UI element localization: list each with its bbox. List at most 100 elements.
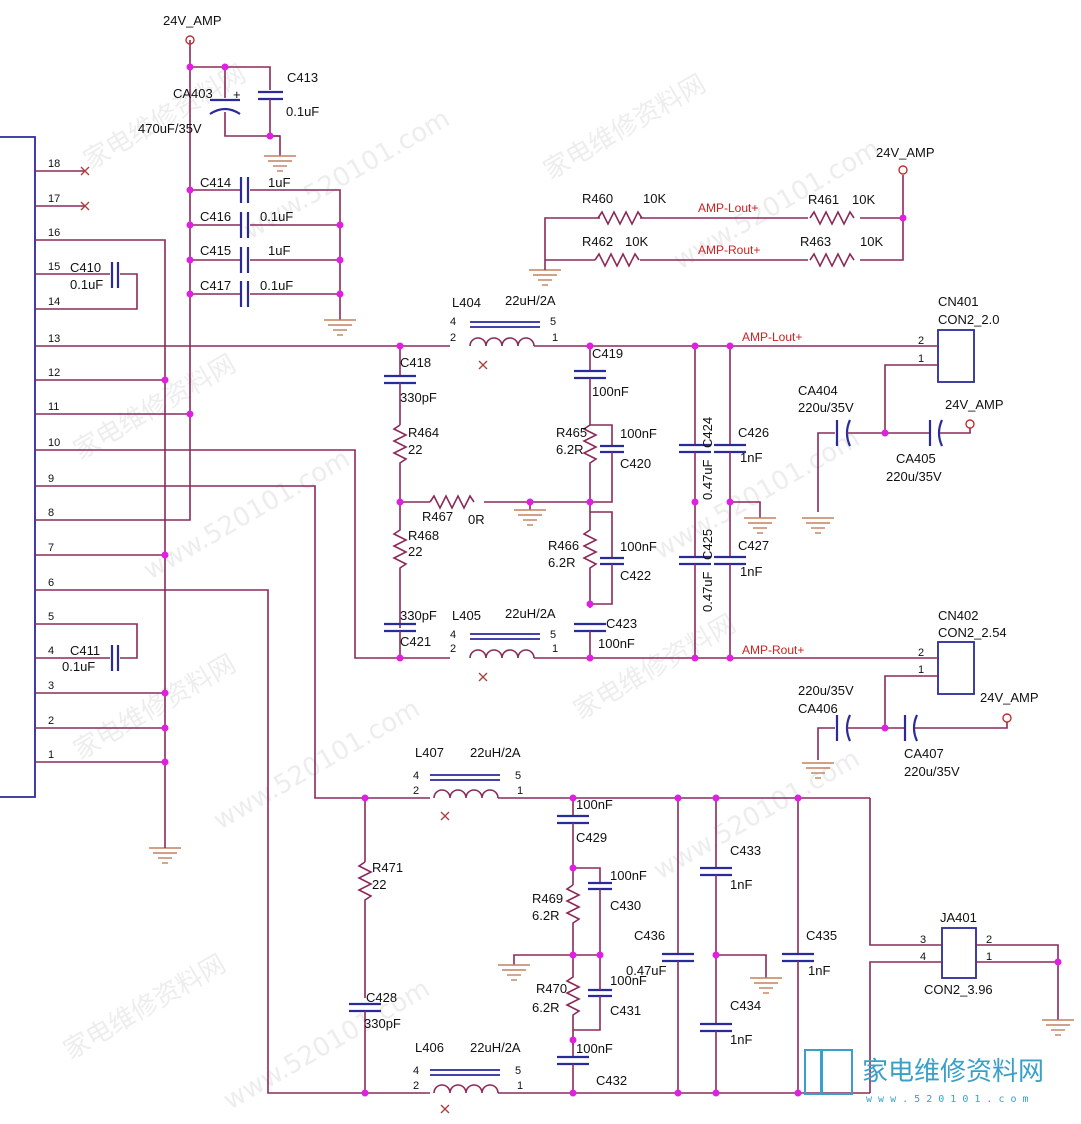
svg-text:100nF: 100nF xyxy=(576,797,613,812)
ground-symbol xyxy=(514,509,546,526)
svg-text:0.1uF: 0.1uF xyxy=(286,104,319,119)
ground-symbol xyxy=(744,517,776,534)
power-terminal-icon xyxy=(185,35,195,45)
svg-text:R460: R460 xyxy=(582,191,613,206)
svg-text:CN401: CN401 xyxy=(938,294,978,309)
svg-text:100nF: 100nF xyxy=(576,1041,613,1056)
svg-text:L405: L405 xyxy=(452,608,481,623)
connector-pin-label: 13 xyxy=(48,333,60,345)
svg-text:0.47uF: 0.47uF xyxy=(700,571,715,612)
svg-text:AMP-Rout+: AMP-Rout+ xyxy=(742,643,804,657)
svg-text:4: 4 xyxy=(450,316,456,328)
connector-pin-label: 6 xyxy=(48,577,54,589)
ground-symbol xyxy=(1042,1019,1074,1036)
svg-text:3: 3 xyxy=(920,934,926,946)
svg-text:CON2_3.96: CON2_3.96 xyxy=(924,982,993,997)
ground-symbol xyxy=(802,517,834,534)
ground-symbol xyxy=(750,977,782,994)
svg-text:R463: R463 xyxy=(800,234,831,249)
svg-text:100nF: 100nF xyxy=(620,426,657,441)
svg-text:6.2R: 6.2R xyxy=(548,555,575,570)
svg-text:C426: C426 xyxy=(738,425,769,440)
svg-text:1nF: 1nF xyxy=(740,450,762,465)
svg-text:C417: C417 xyxy=(200,278,231,293)
connector-pin-label: 14 xyxy=(48,296,60,308)
svg-text:1: 1 xyxy=(918,664,924,676)
power-terminal-icon xyxy=(1002,713,1012,723)
svg-text:C420: C420 xyxy=(620,456,651,471)
svg-text:AMP-Rout+: AMP-Rout+ xyxy=(698,243,760,257)
svg-text:4: 4 xyxy=(450,629,456,641)
logo-text: 家电维修资料网 xyxy=(862,1057,1044,1087)
svg-text:C413: C413 xyxy=(287,70,318,85)
svg-text:2: 2 xyxy=(413,785,419,797)
svg-text:C418: C418 xyxy=(400,355,431,370)
svg-text:R469: R469 xyxy=(532,891,563,906)
connector-pin-label: 10 xyxy=(48,437,60,449)
svg-text:C427: C427 xyxy=(738,538,769,553)
power-terminal-icon xyxy=(965,419,975,429)
svg-text:CA406: CA406 xyxy=(798,701,838,716)
svg-text:C425: C425 xyxy=(700,529,715,560)
svg-text:1nF: 1nF xyxy=(730,877,752,892)
svg-text:CON2_2.0: CON2_2.0 xyxy=(938,312,999,327)
svg-text:22: 22 xyxy=(408,544,422,559)
svg-text:24V_AMP: 24V_AMP xyxy=(980,690,1039,705)
svg-text:R465: R465 xyxy=(556,425,587,440)
svg-text:R471: R471 xyxy=(372,860,403,875)
svg-text:1: 1 xyxy=(918,353,924,365)
svg-text:C416: C416 xyxy=(200,209,231,224)
svg-text:CA404: CA404 xyxy=(798,383,838,398)
svg-text:L407: L407 xyxy=(415,745,444,760)
svg-text:C432: C432 xyxy=(596,1073,627,1088)
svg-text:220u/35V: 220u/35V xyxy=(798,400,854,415)
svg-text:100nF: 100nF xyxy=(592,384,629,399)
svg-text:1: 1 xyxy=(552,643,558,655)
svg-text:10K: 10K xyxy=(860,234,883,249)
svg-text:CA403: CA403 xyxy=(173,86,213,101)
svg-text:2: 2 xyxy=(918,647,924,659)
svg-text:C422: C422 xyxy=(620,568,651,583)
svg-text:C431: C431 xyxy=(610,1003,641,1018)
logo-url: w w w . 5 2 0 1 0 1 . c o m xyxy=(866,1094,1029,1105)
svg-text:22uH/2A: 22uH/2A xyxy=(505,293,556,308)
svg-text:10K: 10K xyxy=(852,192,875,207)
svg-text:2: 2 xyxy=(450,332,456,344)
ground-symbol xyxy=(498,964,530,981)
ground-symbol xyxy=(149,847,181,864)
svg-text:C435: C435 xyxy=(806,928,837,943)
svg-text:R470: R470 xyxy=(536,981,567,996)
svg-text:C433: C433 xyxy=(730,843,761,858)
svg-text:100nF: 100nF xyxy=(598,636,635,651)
svg-text:C411: C411 xyxy=(70,643,100,658)
svg-text:22: 22 xyxy=(372,877,386,892)
watermark-url: www.520101.com xyxy=(649,744,866,886)
connector-pin-label: 8 xyxy=(48,507,54,519)
watermark-url: www.520101.com xyxy=(209,694,426,836)
svg-text:1uF: 1uF xyxy=(268,175,290,190)
svg-text:1: 1 xyxy=(552,332,558,344)
svg-text:22uH/2A: 22uH/2A xyxy=(470,1040,521,1055)
svg-text:24V_AMP: 24V_AMP xyxy=(163,13,222,28)
third-output-filter: 42 51 L407 22uH/2A R471 22 C428 330pF 10… xyxy=(349,745,870,1114)
svg-text:5: 5 xyxy=(550,629,556,641)
svg-text:2: 2 xyxy=(918,335,924,347)
connector-pin-label: 9 xyxy=(48,473,54,485)
svg-text:C434: C434 xyxy=(730,998,761,1013)
connector-pin-label: 12 xyxy=(48,367,60,379)
watermark-cn: 家电维修资料网 xyxy=(569,609,742,726)
cap-C411: C411 0.1uF xyxy=(62,643,120,674)
svg-text:6.2R: 6.2R xyxy=(556,442,583,457)
connector-pin-label: 5 xyxy=(48,611,54,623)
junction-dots xyxy=(161,63,1062,1097)
svg-text:C410: C410 xyxy=(70,260,101,275)
svg-text:0.1uF: 0.1uF xyxy=(62,659,95,674)
svg-text:1: 1 xyxy=(517,785,523,797)
svg-text:6.2R: 6.2R xyxy=(532,1000,559,1015)
svg-text:C429: C429 xyxy=(576,830,607,845)
watermark-cn: 家电维修资料网 xyxy=(539,69,712,186)
svg-text:10K: 10K xyxy=(625,234,648,249)
connector-pin-label: 16 xyxy=(48,227,60,239)
